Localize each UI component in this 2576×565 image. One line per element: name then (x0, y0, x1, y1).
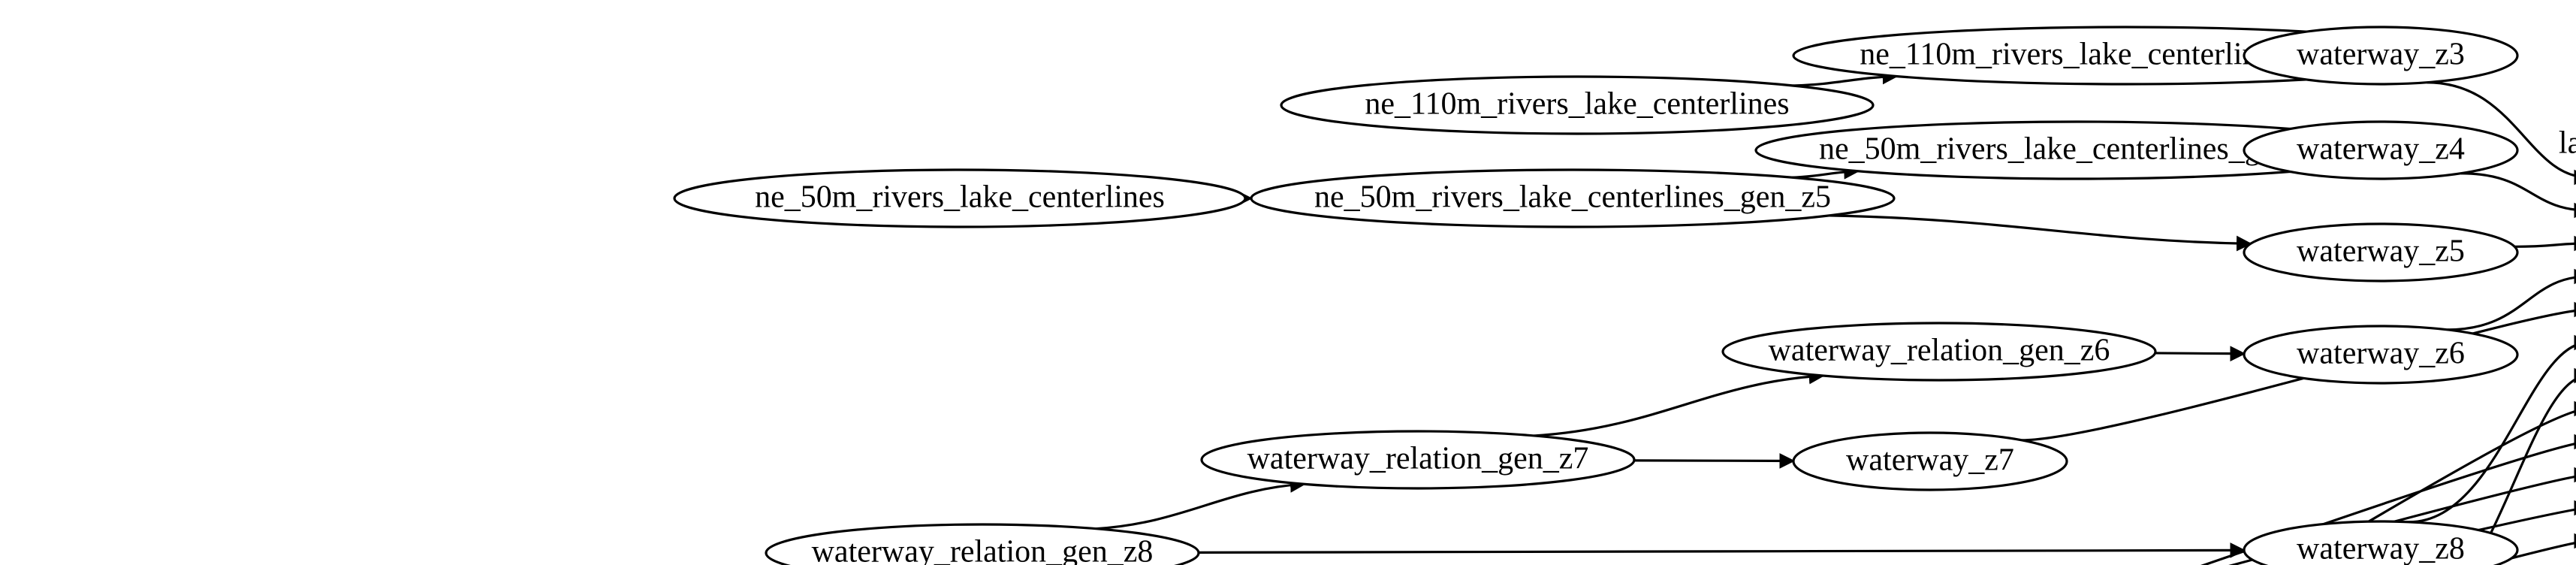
graph-node-waterway_z8[interactable]: waterway_z8 (2243, 520, 2519, 565)
graph-node-ne_50m_rivers_lake_centerlines[interactable]: ne_50m_rivers_lake_centerlines (673, 168, 1247, 228)
node-label: waterway_relation_gen_z6 (1769, 334, 2110, 368)
edge-waterway_z4-to-layer_waterway-z4 (2460, 172, 2576, 219)
node-shape (2243, 520, 2519, 565)
node-shape (1721, 322, 2157, 382)
graph-node-waterway_relation_gen_z7[interactable]: waterway_relation_gen_z7 (1200, 430, 1636, 490)
graph-node-waterway_z7[interactable]: waterway_z7 (1792, 431, 2068, 491)
node-shape (1280, 75, 1875, 135)
edge-waterway_z12-to-layer_waterway-z12 (2228, 467, 2576, 565)
node-label: waterway_z3 (2297, 38, 2465, 72)
node-label: ne_110m_rivers_lake_centerlines (1365, 87, 1789, 122)
edge-waterway_z3-to-layer_waterway-z3 (2427, 81, 2576, 186)
graph-node-waterway_z3[interactable]: waterway_z3 (2243, 26, 2519, 86)
graph-node-ne_110m_rivers_lake_centerlines[interactable]: ne_110m_rivers_lake_centerlines (1280, 75, 1875, 135)
edge-waterway_relation_gen_z6-to-waterway_z6 (2155, 346, 2246, 362)
node-label: waterway_z4 (2297, 132, 2465, 167)
edge-waterway_z11-to-layer_waterway-z11 (2200, 434, 2576, 565)
record-node-layer: layer_waterwayz3z4z5z6z7z8z9z10z11z12z13… (2559, 126, 2576, 557)
node-label: waterway_relation_gen_z8 (812, 535, 1154, 565)
edge-ne_110m_rivers_lake_centerlines-to-ne_110m_rivers_lake_centerlines_gen_z3 (1793, 68, 1899, 87)
node-shape (765, 523, 1200, 565)
node-label: ne_50m_rivers_lake_centerlines (755, 180, 1165, 215)
edge-waterway_z5-to-layer_waterway-z5 (2514, 235, 2576, 252)
node-shape (2243, 120, 2519, 180)
node-shape (2243, 222, 2519, 282)
graph-node-waterway_z5[interactable]: waterway_z5 (2243, 222, 2519, 282)
edge-waterway_relation_gen_z8-to-waterway_relation_gen_z7 (1096, 477, 1306, 530)
graph-node-ne_50m_rivers_lake_centerlines_gen_z5[interactable]: ne_50m_rivers_lake_centerlines_gen_z5 (1250, 168, 1896, 228)
node-shape (1792, 431, 2068, 491)
node-shape (673, 168, 1247, 228)
node-label: waterway_z5 (2297, 234, 2465, 269)
record-title: layer_waterway (2559, 126, 2576, 161)
node-label: waterway_z8 (2297, 532, 2465, 565)
graph-node-waterway_z4[interactable]: waterway_z4 (2243, 120, 2519, 180)
edge-ne_50m_rivers_lake_centerlines_gen_z5-to-ne_50m_rivers_lake_centerlines_gen_z4 (1791, 163, 1860, 180)
node-shape (2243, 325, 2519, 385)
node-layer: imposm3osm_waterway_relationosm_waterway… (673, 26, 2519, 565)
node-label: waterway_relation_gen_z7 (1247, 442, 1589, 476)
graph-node-waterway_z6[interactable]: waterway_z6 (2243, 325, 2519, 385)
edge-waterway_z8-to-layer_waterway-z8 (2409, 334, 2576, 524)
node-label: waterway_z6 (2297, 337, 2465, 371)
edge-ne_50m_rivers_lake_centerlines_gen_z5-to-waterway_z5 (1829, 214, 2252, 252)
node-shape (2243, 26, 2519, 86)
graph-node-waterway_relation_gen_z6[interactable]: waterway_relation_gen_z6 (1721, 322, 2157, 382)
record-node-layer-waterway[interactable]: layer_waterwayz3z4z5z6z7z8z9z10z11z12z13… (2559, 126, 2576, 557)
graph-node-waterway_relation_gen_z8[interactable]: waterway_relation_gen_z8 (765, 523, 1200, 565)
edge-waterway_relation_gen_z8-to-waterway_z8 (1198, 542, 2246, 558)
node-shape (1250, 168, 1896, 228)
node-label: ne_50m_rivers_lake_centerlines_gen_z5 (1314, 180, 1831, 215)
edge-waterway_relation_gen_z7-to-waterway_relation_gen_z6 (1534, 368, 1825, 437)
edge-waterway_z6-to-layer_waterway-z6 (2447, 268, 2576, 331)
node-shape (1200, 430, 1636, 490)
node-label: waterway_z7 (1846, 443, 2014, 478)
edge-waterway_z9-to-layer_waterway-z9 (2472, 367, 2576, 565)
